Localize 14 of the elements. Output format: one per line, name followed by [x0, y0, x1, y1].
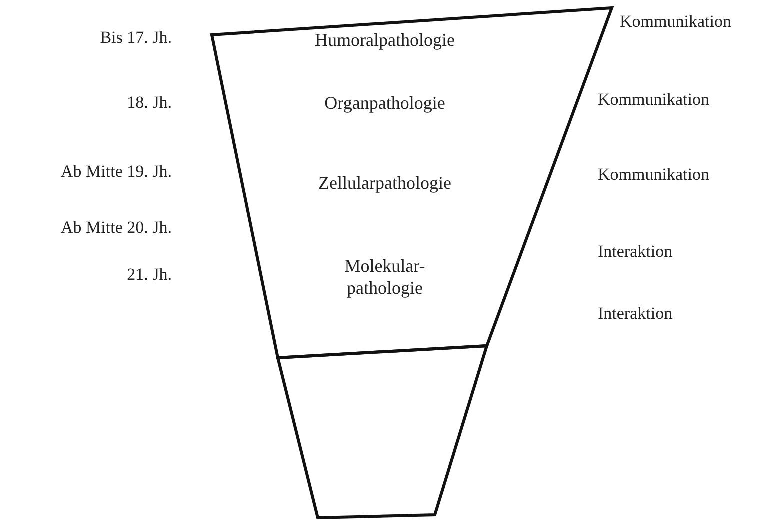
band-label: Humoralpathologie: [314, 29, 456, 51]
era-label: Ab Mitte 20. Jh.: [61, 218, 172, 238]
mode-label: Kommunikation: [598, 165, 710, 185]
band-label: Organpathologie: [324, 92, 446, 114]
mode-label: Kommunikation: [598, 90, 710, 110]
era-label: 18. Jh.: [127, 93, 172, 113]
mode-label: Interaktion: [598, 242, 673, 262]
band-label: Molekular- pathologie: [344, 255, 426, 299]
band-label: Zellularpathologie: [318, 172, 452, 194]
mode-label: Kommunikation: [620, 12, 732, 32]
era-label: 21. Jh.: [127, 265, 172, 285]
era-label: Ab Mitte 19. Jh.: [61, 162, 172, 182]
mode-label: Interaktion: [598, 304, 673, 324]
era-label: Bis 17. Jh.: [100, 28, 172, 48]
